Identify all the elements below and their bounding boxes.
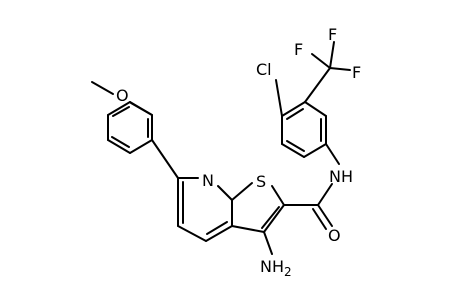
- bond-methyl-o: [91, 81, 114, 95]
- bond-thiophene-c2-c3: [263, 204, 285, 233]
- atom-amino-nh2: NH2: [260, 257, 292, 279]
- bond-pyridine-double-2: [206, 221, 228, 235]
- bond-phenyl-3: [107, 139, 131, 154]
- bond-thiophene-s-c2: [271, 185, 285, 206]
- atom-fluorine-3: F: [352, 63, 361, 82]
- bond-carbonyl-o-double: [312, 208, 327, 230]
- bond-carbonyl-o: [317, 204, 333, 227]
- atom-methoxy-o: O: [116, 86, 129, 105]
- bond-cf3-f3: [329, 67, 351, 71]
- atom-carbonyl-o: O: [328, 226, 341, 245]
- bond-aryl-cf3: [304, 67, 331, 103]
- bond-phenyl-double-3: [112, 106, 130, 117]
- atom-amide-nh: NH: [329, 167, 353, 186]
- bond-aryl-double-3: [286, 140, 305, 152]
- bond-aryl-3: [281, 101, 306, 117]
- atom-chlorine: Cl: [256, 60, 272, 79]
- bond-phenyl-pyridine: [151, 139, 179, 179]
- bond-pyridine-c4-c5: [177, 225, 207, 242]
- bond-aryl-5: [281, 143, 305, 158]
- bond-carbonyl-nh: [317, 183, 333, 206]
- bond-aryl-double-2: [286, 108, 304, 120]
- atom-amino-nh: NH: [260, 257, 284, 276]
- bond-pyridine-n-c7a: [217, 185, 233, 201]
- bond-phenyl-2: [129, 139, 153, 154]
- atom-labels: O Cl F F F N S NH O NH2: [116, 25, 361, 279]
- bond-pyridine-c3a-c4: [205, 225, 233, 242]
- bond-c3-nh2: [263, 231, 273, 255]
- bond-cf3-f1: [311, 53, 331, 69]
- bond-thiophene-c3-c3a: [231, 225, 265, 233]
- bond-aryl-6: [303, 143, 327, 158]
- atom-pyridine-n: N: [202, 171, 214, 190]
- atom-amino-subscript: 2: [284, 265, 292, 279]
- bond-phenyl-5: [107, 101, 131, 116]
- bond-nh-aryl: [325, 143, 340, 165]
- bonds: [91, 41, 351, 255]
- bond-aryl-2: [304, 101, 327, 117]
- bond-cf3-f2: [329, 41, 335, 69]
- atom-thiophene-s: S: [256, 172, 266, 191]
- bond-thiophene-double: [261, 206, 280, 229]
- bond-phenyl-6: [129, 101, 153, 116]
- bond-thiophene-c7a-s: [231, 182, 253, 201]
- atom-fluorine-2: F: [328, 25, 337, 44]
- bond-phenyl-double-2: [111, 136, 130, 148]
- bond-aryl-cl: [275, 79, 283, 117]
- atom-fluorine-1: F: [294, 40, 303, 59]
